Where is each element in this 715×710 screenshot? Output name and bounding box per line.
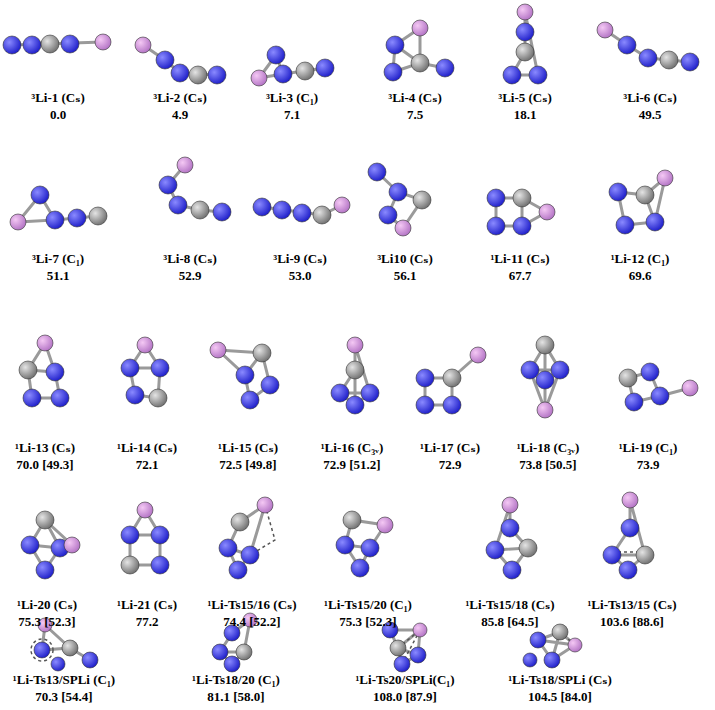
structure-label: ¹Li-Ts18/SPLi (Cₛ): [508, 672, 612, 688]
structure-label: ¹Li-11 (Cₛ): [490, 251, 549, 267]
structure-label: ¹Li-Ts15/18 (Cₛ): [465, 597, 554, 613]
energy-value: 108.0 [87.9]: [373, 689, 437, 705]
energy-value: 0.0: [50, 107, 66, 123]
energy-value: 70.3 [54.4]: [35, 689, 92, 705]
energy-value: 49.5: [639, 107, 662, 123]
structure-label: ¹Li-16 (C₃ᵥ): [321, 440, 384, 456]
energy-value: 69.6: [629, 268, 652, 284]
structure-label: ¹Li-12 (C₁): [611, 251, 670, 267]
energy-value: 72.5 [49.8]: [219, 457, 276, 473]
structure-label: ¹Li-18 (C₃ᵥ): [517, 440, 580, 456]
structure-label: ¹Li-14 (Cₛ): [117, 440, 177, 456]
structure-label: ³Li-8 (Cₛ): [163, 251, 216, 267]
structure-label: ¹Li-20 (Cₛ): [17, 597, 77, 613]
energy-value: 7.5: [407, 107, 423, 123]
structure-label: ³Li-4 (Cₛ): [388, 90, 441, 106]
energy-value: 75.3 [52.3]: [339, 614, 396, 630]
structure-label: ³Li-9 (Cₛ): [273, 251, 326, 267]
structure-label: ¹Li-Ts15/20 (C₁): [324, 597, 412, 613]
structure-label: ³Li-5 (Cₛ): [498, 90, 551, 106]
energy-value: 18.1: [514, 107, 537, 123]
structure-label: ³Li-2 (Cₛ): [153, 90, 206, 106]
structure-label: ³Li-6 (Cₛ): [623, 90, 676, 106]
energy-value: 4.9: [172, 107, 188, 123]
energy-value: 75.3 [52.3]: [18, 614, 75, 630]
energy-value: 67.7: [509, 268, 532, 284]
energy-value: 51.1: [47, 268, 70, 284]
structure-label: ¹Li-21 (Cₛ): [117, 597, 177, 613]
energy-value: 72.1: [136, 457, 159, 473]
structure-label: ³Li-1 (Cₛ): [31, 90, 84, 106]
energy-value: 104.5 [84.0]: [528, 689, 592, 705]
energy-value: 7.1: [284, 107, 300, 123]
structure-label: ¹Li-15 (Cₛ): [218, 440, 278, 456]
energy-value: 70.0 [49.3]: [16, 457, 73, 473]
energy-value: 52.9: [179, 268, 202, 284]
energy-value: 53.0: [289, 268, 312, 284]
energy-value: 77.2: [136, 614, 159, 630]
structure-label: ³Li10 (Cₛ): [377, 251, 433, 267]
energy-value: 103.6 [88.6]: [600, 614, 664, 630]
energy-value: 85.8 [64.5]: [481, 614, 538, 630]
energy-value: 73.9: [637, 457, 660, 473]
structure-label: ¹Li-Ts15/16 (Cₛ): [207, 597, 296, 613]
structure-label: ¹Li-Ts13/SPLi (C₁): [13, 672, 115, 688]
energy-value: 73.8 [50.5]: [519, 457, 576, 473]
energy-value: 81.1 [58.0]: [207, 689, 264, 705]
structure-label: ¹Li-13 (Cₛ): [15, 440, 75, 456]
structure-label: ³Li-7 (C₁): [32, 251, 84, 267]
energy-value: 56.1: [394, 268, 417, 284]
energy-value: 72.9 [51.2]: [323, 457, 380, 473]
structure-label: ³Li-3 (C₁): [266, 90, 318, 106]
structure-label: ¹Li-Ts18/20 (C₁): [192, 672, 280, 688]
structure-label: ¹Li-Ts20/SPLi(C₁): [355, 672, 454, 688]
structure-label: ¹Li-19 (C₁): [619, 440, 678, 456]
energy-value: 72.9: [439, 457, 462, 473]
energy-value: 74.4 [52.2]: [223, 614, 280, 630]
structure-label: ¹Li-Ts13/15 (Cₛ): [587, 597, 676, 613]
structure-label: ¹Li-17 (Cₛ): [420, 440, 480, 456]
